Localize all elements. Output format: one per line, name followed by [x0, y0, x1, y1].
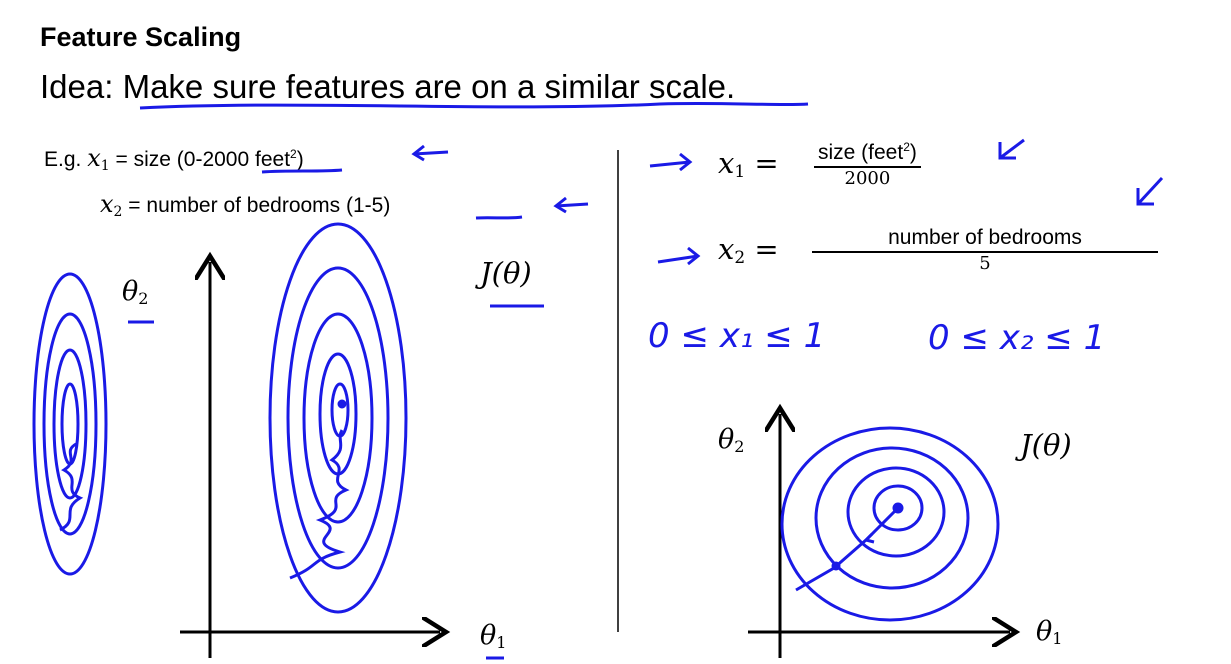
right-arrow-icon	[657, 246, 701, 266]
left-theta2-label: θ2	[122, 276, 148, 308]
elongated-contours-small	[32, 272, 108, 576]
left-theta1-label: θ1	[480, 620, 506, 652]
right-theta2-sub: 2	[734, 437, 745, 456]
right-cost-label: J(θ)	[1020, 428, 1072, 462]
x1-text-a: = size (	[109, 148, 184, 171]
x1-text-b: feet	[249, 148, 291, 171]
left-theta1-symbol: θ	[480, 620, 497, 651]
x1-num-a: size (feet	[818, 141, 904, 164]
left-theta2-symbol: θ	[122, 276, 139, 307]
x1-num-b: )	[909, 141, 917, 164]
inequality-x2: 0 ≤ x₂ ≤ 1	[928, 318, 1106, 358]
x2-text-a: = number of bedrooms (	[122, 194, 353, 217]
circular-contours	[780, 426, 1000, 622]
example-x1-line: E.g. x1 = size (0-2000 feet2)	[44, 144, 304, 174]
scaled-x1-eq: =	[754, 146, 779, 180]
x1-range: 0-2000	[183, 148, 250, 171]
scaled-x1-numerator: size (feet2)	[814, 140, 921, 168]
idea-prefix: Idea:	[40, 68, 123, 105]
scaled-x1-var: x	[718, 146, 735, 180]
x1-exponent: 2	[290, 147, 297, 161]
right-theta1-sub: 1	[1052, 629, 1063, 648]
scaled-x2-fraction: number of bedrooms 5	[812, 226, 1158, 274]
range-underline-x2	[475, 215, 523, 220]
x1-num-exp: 2	[903, 140, 910, 154]
idea-suffix: .	[726, 68, 736, 105]
right-theta2-symbol: θ	[718, 424, 735, 455]
eg-label: E.g.	[44, 148, 82, 171]
scaled-x2-sub: 2	[734, 248, 746, 268]
x2-text-b: )	[383, 194, 391, 217]
x1-variable: x	[87, 144, 101, 172]
scaled-x2-denominator: 5	[979, 253, 991, 274]
scaled-x2-eq: =	[754, 232, 779, 266]
range-underline-x1	[261, 168, 343, 174]
scaled-x2-lhs: x2 =	[718, 232, 779, 268]
x1-subscript: 1	[100, 158, 110, 174]
idea-underline	[139, 101, 809, 110]
right-theta1-symbol: θ	[1036, 616, 1053, 647]
scaled-x2-var: x	[718, 232, 735, 266]
left-arrow-icon	[411, 144, 449, 162]
scaled-x1-fraction: size (feet2) 2000	[814, 140, 921, 189]
right-theta1-label: θ1	[1036, 616, 1062, 648]
x2-variable: x	[100, 190, 114, 218]
inequality-x1: 0 ≤ x₁ ≤ 1	[648, 316, 826, 356]
scaled-x1-denominator: 2000	[844, 168, 891, 189]
scaled-x1-lhs: x1 =	[718, 146, 779, 182]
left-arrow-icon	[553, 196, 589, 214]
left-theta1-sub: 1	[496, 633, 507, 652]
x2-range: 1-5	[353, 194, 384, 217]
left-theta2-sub: 2	[138, 289, 149, 308]
left-cost-label: J(θ)	[480, 256, 532, 290]
slide-title: Feature Scaling	[40, 22, 242, 52]
scaled-x1-sub: 1	[734, 162, 746, 182]
right-theta2-label: θ2	[718, 424, 744, 456]
example-x2-line: x2 = number of bedrooms (1-5)	[100, 190, 390, 220]
down-left-arrow-icon	[1136, 176, 1164, 206]
scaled-x2-numerator: number of bedrooms	[812, 226, 1158, 253]
x2-subscript: 2	[113, 204, 123, 220]
idea-line: Idea: Make sure features are on a simila…	[40, 68, 735, 106]
elongated-contours-large	[268, 222, 408, 614]
idea-text: Make sure features are on a similar scal…	[122, 68, 727, 105]
x1-text-c: )	[296, 148, 304, 171]
down-left-arrow-icon	[998, 138, 1025, 160]
right-arrow-icon	[649, 152, 693, 172]
